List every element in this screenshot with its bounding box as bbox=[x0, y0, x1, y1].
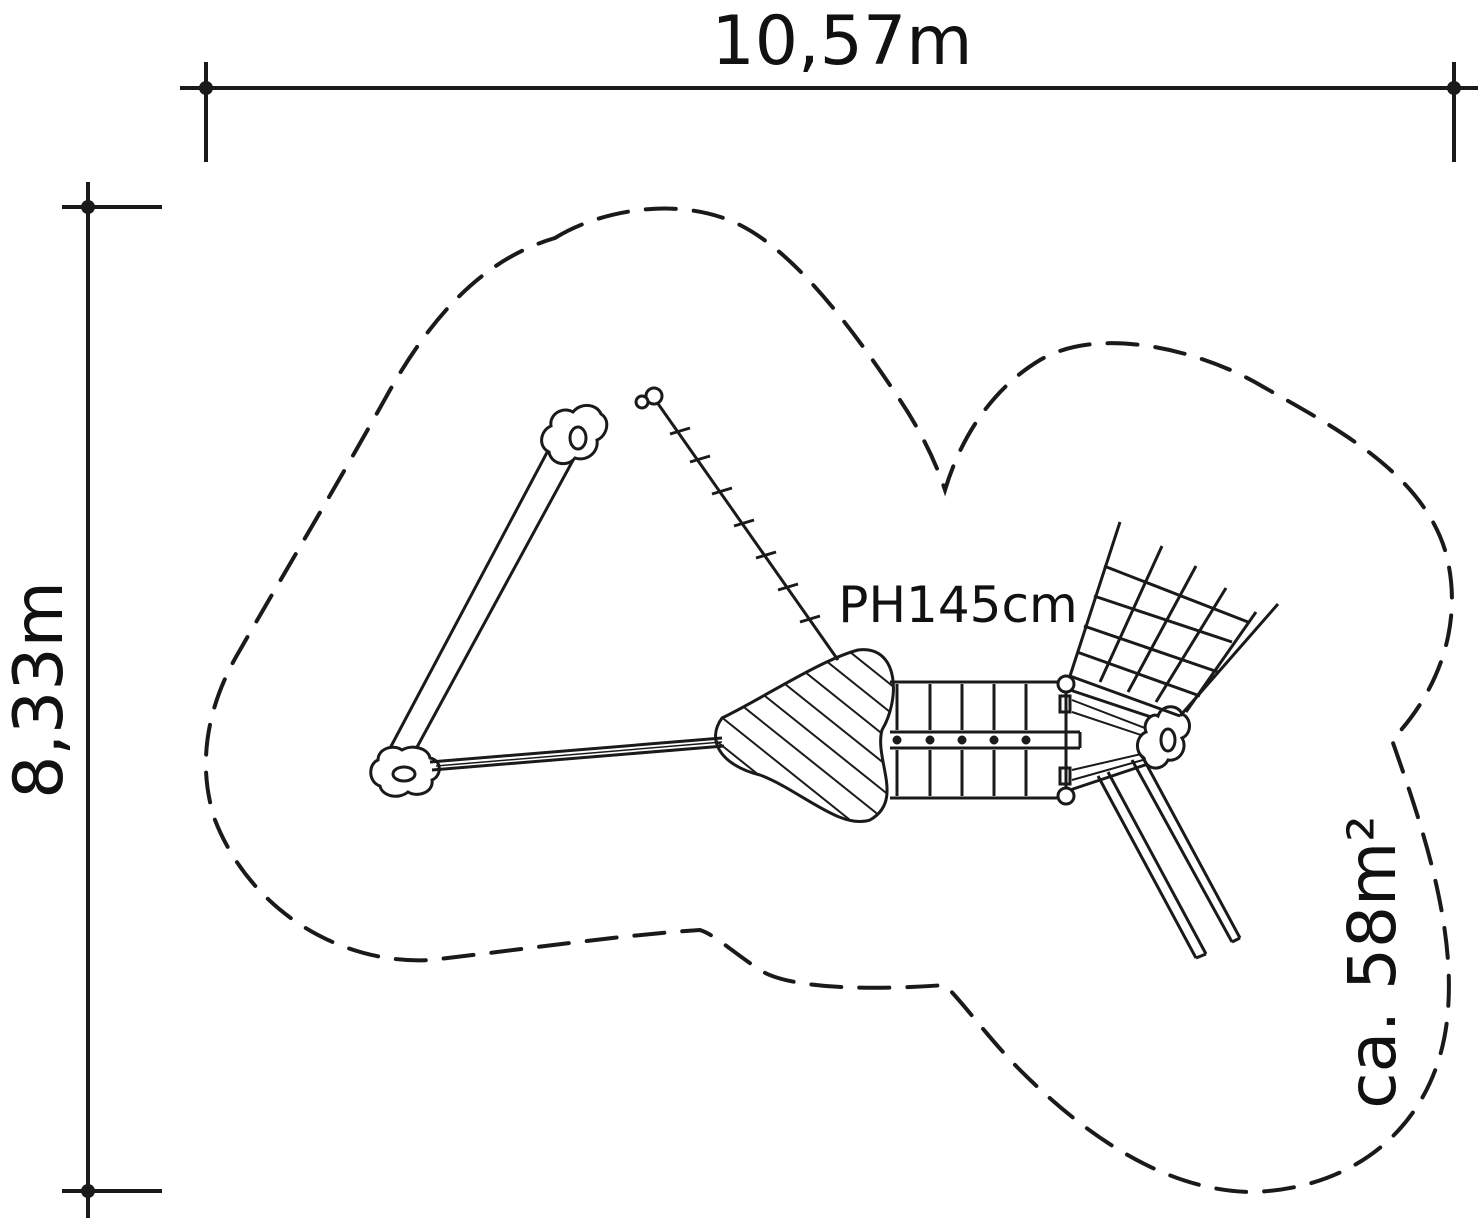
rung-bridge bbox=[890, 680, 1082, 800]
descent-poles bbox=[1096, 755, 1242, 960]
lower-flower-post-icon bbox=[369, 745, 441, 798]
play-equipment bbox=[369, 386, 1280, 960]
climbing-rope bbox=[634, 386, 840, 661]
diagonal-beam bbox=[386, 427, 586, 761]
climbing-net bbox=[1068, 521, 1280, 718]
depth-dimension: 8,33m bbox=[0, 182, 162, 1218]
depth-label: 8,33m bbox=[0, 581, 79, 799]
connector-posts bbox=[1056, 674, 1076, 806]
area-label: ca. 58m² bbox=[1334, 815, 1411, 1108]
balance-rail bbox=[429, 736, 725, 772]
hatched-deck-pad bbox=[714, 648, 895, 824]
width-dimension: 10,57m bbox=[180, 2, 1478, 162]
width-label: 10,57m bbox=[712, 2, 973, 81]
safety-area-outline bbox=[203, 206, 1454, 1195]
platform-height-label: PH145cm bbox=[838, 576, 1077, 634]
upper-flower-post-icon bbox=[540, 404, 609, 466]
